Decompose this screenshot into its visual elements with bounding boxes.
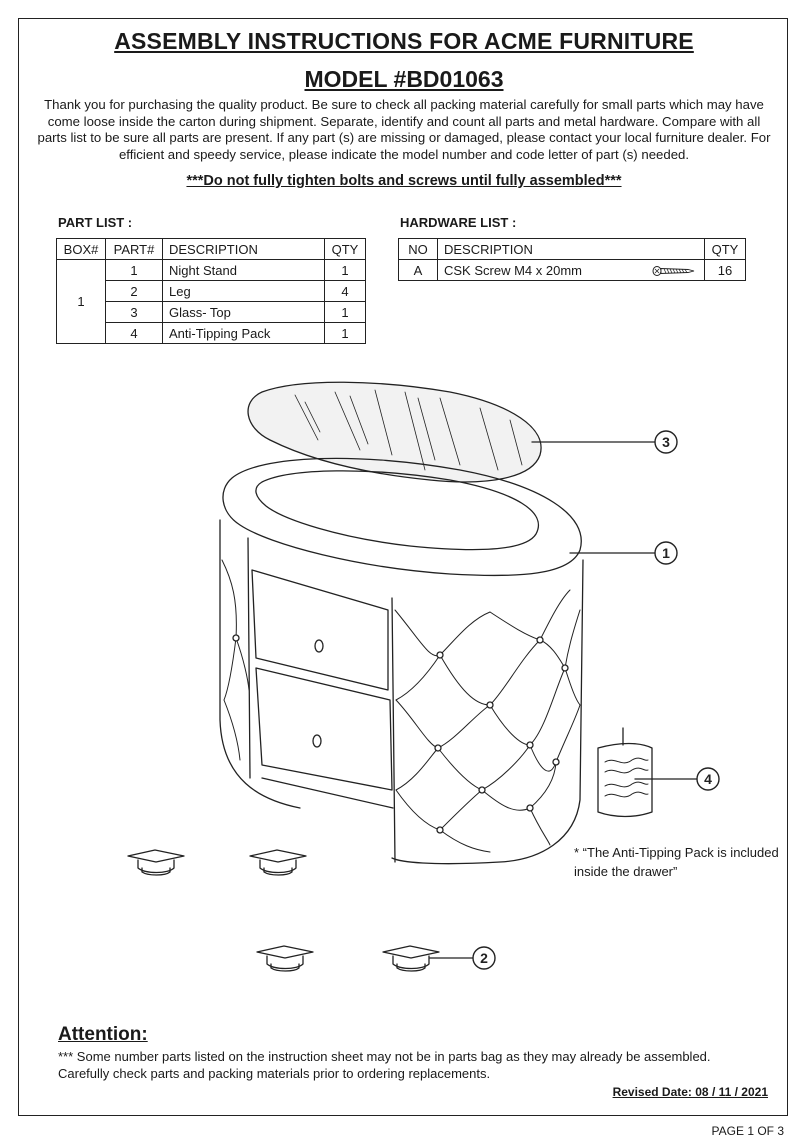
callout-1: 1 bbox=[654, 541, 678, 565]
page-frame bbox=[18, 18, 788, 1116]
header-description: DESCRIPTION bbox=[162, 238, 325, 260]
anti-tipping-pack-drawing bbox=[597, 727, 653, 818]
part-list-table: BOX# PART# DESCRIPTION QTY 1 1 Night Sta… bbox=[56, 238, 366, 344]
hardware-description-cell: CSK Screw M4 x 20mm bbox=[437, 259, 705, 281]
night-stand-drawing bbox=[219, 457, 584, 865]
page-title: ASSEMBLY INSTRUCTIONS FOR ACME FURNITURE bbox=[114, 28, 694, 54]
screw-icon bbox=[652, 266, 695, 276]
part-qty: 1 bbox=[324, 322, 366, 344]
part-list-title: PART LIST : bbox=[58, 215, 133, 230]
table-row: 4 Anti-Tipping Pack 1 bbox=[57, 322, 366, 344]
callout-label: 3 bbox=[662, 434, 670, 450]
leg-drawing-3 bbox=[256, 945, 314, 972]
glass-top-drawing bbox=[247, 381, 542, 483]
callout-label: 2 bbox=[480, 950, 488, 966]
callout-4: 4 bbox=[696, 767, 720, 791]
intro-paragraph: Thank you for purchasing the quality pro… bbox=[37, 97, 771, 162]
note-line-2: inside the drawer” bbox=[574, 864, 678, 879]
page-number: PAGE 1 OF 3 bbox=[711, 1124, 784, 1138]
hardware-qty: 16 bbox=[704, 259, 746, 281]
table-row: 3 Glass- Top 1 bbox=[57, 301, 366, 323]
attention-text: *** Some number parts listed on the inst… bbox=[58, 1048, 711, 1082]
anti-tipping-note: * “The Anti-Tipping Pack is included ins… bbox=[574, 843, 779, 881]
revised-date: Revised Date: 08 / 11 / 2021 bbox=[612, 1085, 768, 1099]
box-number: 1 bbox=[56, 259, 106, 344]
hardware-list-table: NO DESCRIPTION QTY A CSK Screw M4 x 20mm… bbox=[398, 238, 746, 281]
leg-drawing-4 bbox=[382, 945, 440, 972]
callout-2: 2 bbox=[472, 946, 496, 970]
table-header-row: NO DESCRIPTION QTY bbox=[398, 238, 746, 260]
attention-line-2: Carefully check parts and packing materi… bbox=[58, 1066, 491, 1081]
part-qty: 4 bbox=[324, 280, 366, 302]
model-number: MODEL #BD01063 bbox=[304, 66, 504, 92]
hardware-list-title: HARDWARE LIST : bbox=[400, 215, 517, 230]
attention-line-1: *** Some number parts listed on the inst… bbox=[58, 1049, 711, 1064]
hardware-description: CSK Screw M4 x 20mm bbox=[444, 262, 582, 278]
table-row: A CSK Screw M4 x 20mm 16 bbox=[398, 259, 746, 281]
warning-text: ***Do not fully tighten bolts and screws… bbox=[186, 173, 622, 189]
part-description: Glass- Top bbox=[162, 301, 325, 323]
leg-drawing-1 bbox=[127, 849, 185, 876]
leg-drawing-2 bbox=[249, 849, 307, 876]
header-description: DESCRIPTION bbox=[437, 238, 705, 260]
part-description: Anti-Tipping Pack bbox=[162, 322, 325, 344]
note-line-1: * “The Anti-Tipping Pack is included bbox=[574, 845, 779, 860]
callout-3: 3 bbox=[654, 430, 678, 454]
callout-label: 1 bbox=[662, 545, 670, 561]
callout-label: 4 bbox=[704, 771, 712, 787]
attention-title: Attention: bbox=[58, 1024, 148, 1045]
